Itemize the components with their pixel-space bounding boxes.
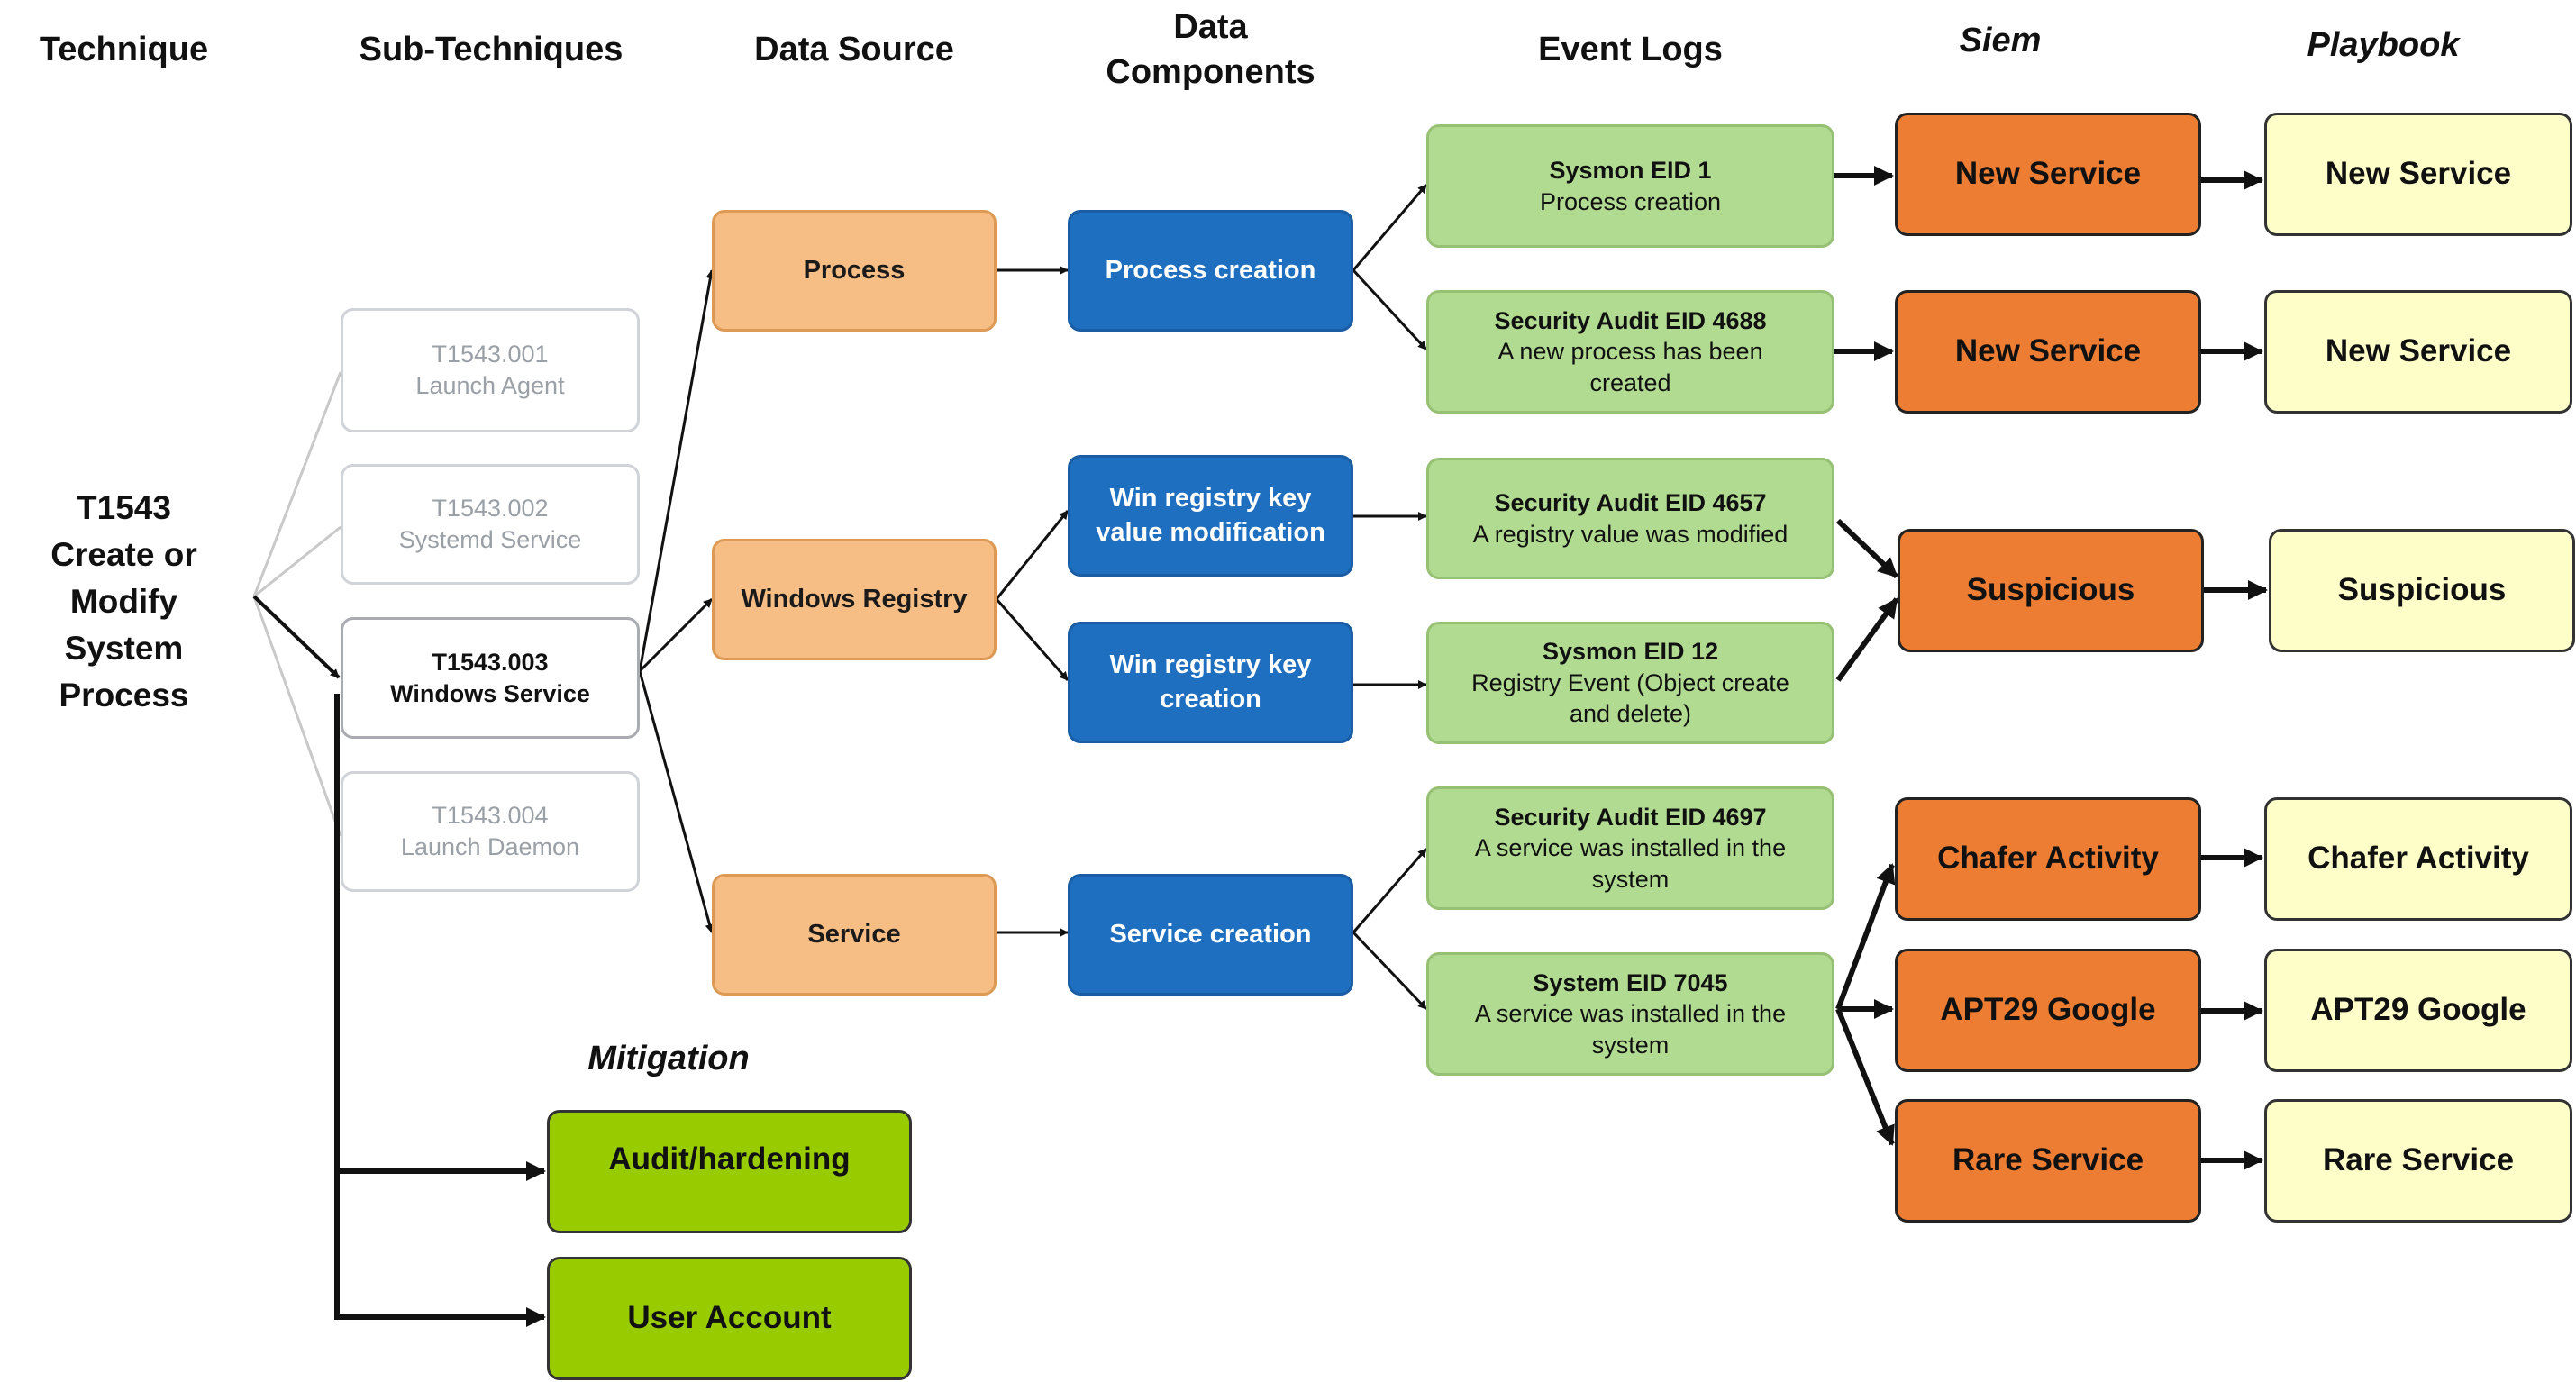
siem-suspicious[interactable]: Suspicious (1898, 529, 2204, 652)
sub-technique-id: T1543.003 (432, 648, 549, 676)
event-log-desc: Registry Event (Object create (1471, 668, 1789, 696)
event-log-sysmon-12[interactable]: Sysmon EID 12 Registry Event (Object cre… (1426, 622, 1834, 744)
siem-new-service-2[interactable]: New Service (1895, 290, 2201, 414)
header-data-components-line1: Data (1173, 8, 1248, 46)
component-line1: Process creation (1105, 255, 1316, 285)
component-line1: Service creation (1109, 919, 1312, 949)
event-log-security-4688[interactable]: Security Audit EID 4688 A new process ha… (1426, 290, 1834, 414)
header-playbook: Playbook (2307, 26, 2460, 64)
header-data-components-line2: Components (1106, 53, 1315, 91)
header-data-source: Data Source (754, 31, 954, 68)
playbook-rare-service[interactable]: Rare Service (2264, 1099, 2572, 1223)
component-registry-key-creation[interactable]: Win registry key creation (1068, 622, 1353, 743)
technique-line-4: System (64, 630, 184, 667)
event-log-title: Security Audit EID 4657 (1494, 488, 1767, 516)
sub-technique-systemd-service[interactable]: T1543.002 Systemd Service (341, 464, 640, 585)
event-log-system-7045[interactable]: System EID 7045 A service was installed … (1426, 952, 1834, 1076)
siem-new-service-1[interactable]: New Service (1895, 113, 2201, 236)
technique-line-3: Modify (69, 583, 178, 620)
event-log-desc: A service was installed in the (1474, 1000, 1787, 1028)
event-log-desc: Process creation (1539, 187, 1722, 215)
technique-label: T1543 Create or Modify System Process (18, 485, 230, 719)
sub-technique-name: Launch Daemon (400, 833, 580, 860)
data-source-service[interactable]: Service (712, 874, 997, 996)
header-sub-techniques: Sub-Techniques (359, 31, 624, 68)
siem-chafer-activity[interactable]: Chafer Activity (1895, 797, 2201, 921)
playbook-new-service-2[interactable]: New Service (2264, 290, 2572, 414)
event-log-security-4657[interactable]: Security Audit EID 4657 A registry value… (1426, 458, 1834, 579)
sub-technique-launch-daemon[interactable]: T1543.004 Launch Daemon (341, 771, 640, 892)
sub-technique-id: T1543.001 (432, 341, 549, 368)
event-log-desc-2: system (1591, 865, 1670, 893)
playbook-chafer-activity[interactable]: Chafer Activity (2264, 797, 2572, 921)
event-log-title: Sysmon EID 12 (1542, 638, 1719, 666)
sub-technique-id: T1543.002 (432, 495, 549, 523)
event-log-desc-2: created (1589, 368, 1671, 396)
data-source-windows-registry[interactable]: Windows Registry (712, 539, 997, 660)
component-service-creation[interactable]: Service creation (1068, 874, 1353, 996)
header-siem: Siem (1959, 22, 2042, 59)
component-line1: Win registry key (1109, 650, 1312, 680)
sub-technique-name: Windows Service (390, 679, 590, 707)
event-log-desc-2: and delete) (1569, 700, 1692, 728)
siem-rare-service[interactable]: Rare Service (1895, 1099, 2201, 1223)
component-process-creation[interactable]: Process creation (1068, 210, 1353, 332)
component-registry-value-modification[interactable]: Win registry key value modification (1068, 455, 1353, 577)
technique-line-2: Create or (50, 536, 197, 573)
event-log-desc: A new process has been (1497, 338, 1763, 366)
event-log-desc: A registry value was modified (1472, 520, 1789, 548)
sub-technique-windows-service[interactable]: T1543.003 Windows Service (341, 617, 640, 739)
event-log-desc: A service was installed in the (1474, 834, 1787, 862)
sub-technique-name: Systemd Service (398, 526, 582, 553)
sub-technique-id: T1543.004 (432, 802, 549, 830)
event-log-desc-2: system (1591, 1031, 1670, 1059)
technique-line-5: Process (59, 677, 189, 714)
siem-apt29-google[interactable]: APT29 Google (1895, 949, 2201, 1072)
component-line2: value modification (1096, 517, 1325, 547)
sub-technique-name: Launch Agent (415, 372, 565, 399)
header-event-logs: Event Logs (1538, 31, 1723, 68)
header-technique: Technique (39, 31, 209, 68)
data-source-process[interactable]: Process (712, 210, 997, 332)
event-log-title: Sysmon EID 1 (1549, 156, 1712, 184)
playbook-new-service-1[interactable]: New Service (2264, 113, 2572, 236)
playbook-apt29-google[interactable]: APT29 Google (2264, 949, 2572, 1072)
sub-technique-launch-agent[interactable]: T1543.001 Launch Agent (341, 308, 640, 432)
event-log-security-4697[interactable]: Security Audit EID 4697 A service was in… (1426, 786, 1834, 910)
component-line2: creation (1160, 684, 1261, 714)
playbook-suspicious[interactable]: Suspicious (2269, 529, 2575, 652)
event-log-title: System EID 7045 (1533, 968, 1728, 996)
mitigation-user-account[interactable]: User Account (547, 1257, 912, 1380)
event-log-sysmon-1[interactable]: Sysmon EID 1 Process creation (1426, 124, 1834, 248)
component-line1: Win registry key (1109, 484, 1312, 514)
event-log-title: Security Audit EID 4688 (1494, 306, 1767, 334)
event-log-title: Security Audit EID 4697 (1494, 803, 1767, 831)
header-mitigation: Mitigation (587, 1040, 750, 1077)
technique-line-id: T1543 (77, 489, 171, 526)
mitigation-audit-hardening[interactable]: Audit/hardening (547, 1110, 912, 1233)
